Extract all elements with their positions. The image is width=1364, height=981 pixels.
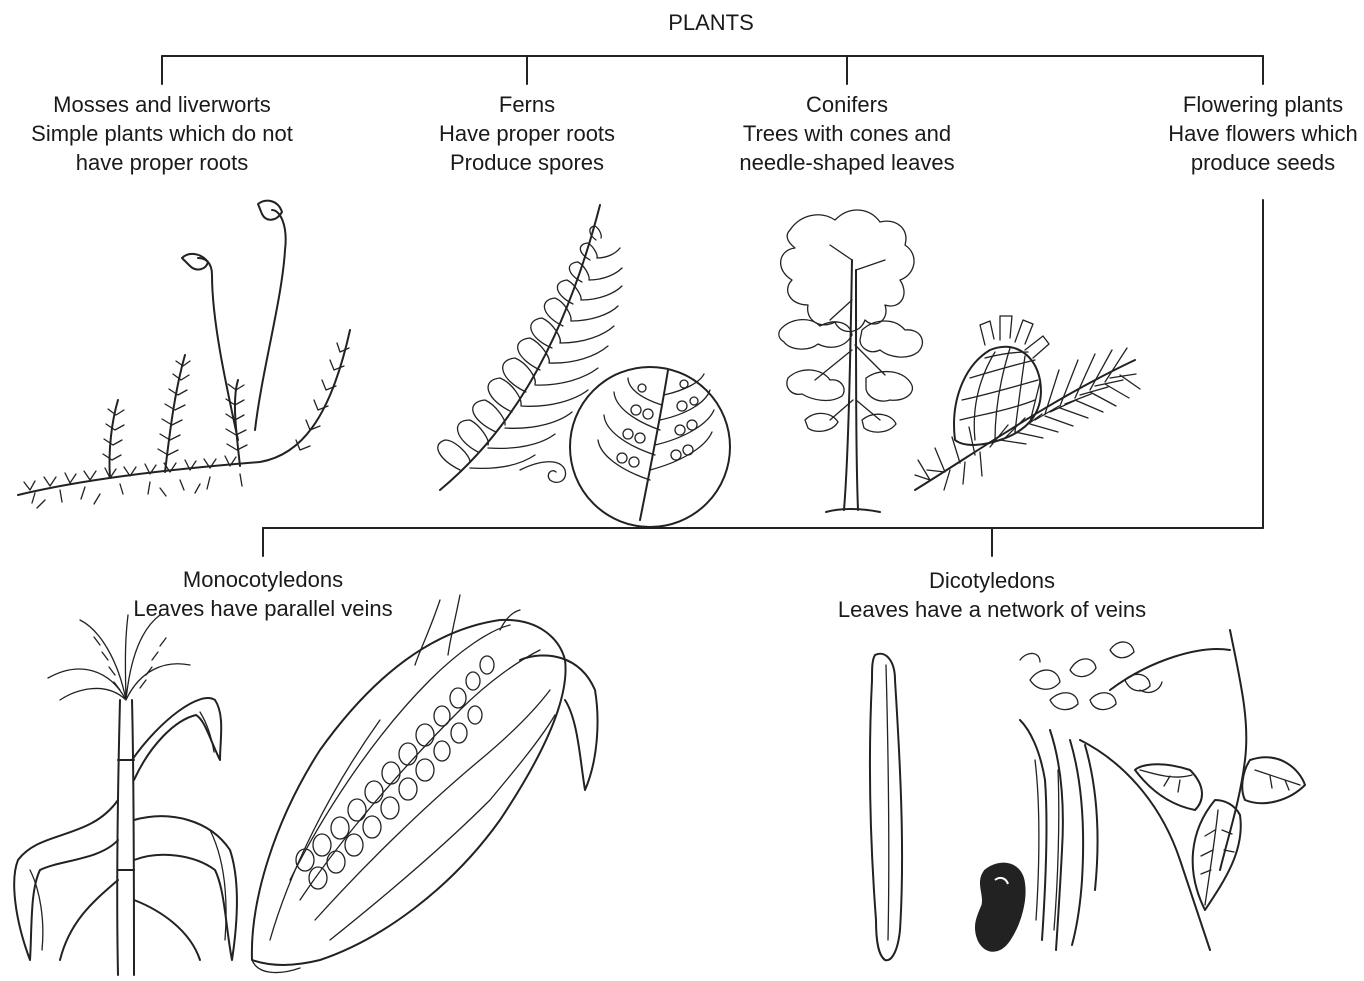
mono-title: Monocotyledons: [133, 565, 392, 594]
conifers-desc-line-1: Trees with cones and: [739, 119, 954, 148]
fern-illustration: [438, 205, 730, 527]
corn-cob-illustration: [252, 595, 598, 973]
ferns-desc-line-1: Have proper roots: [439, 119, 615, 148]
moss-illustration: [18, 201, 350, 508]
mosses-desc-line-1: Simple plants which do not: [31, 119, 293, 148]
conifer-tree-illustration: [779, 210, 923, 512]
mono-desc: Leaves have parallel veins: [133, 594, 392, 623]
mosses-title: Mosses and liverworts: [31, 90, 293, 119]
bean-seed-illustration: [975, 863, 1025, 951]
root-label-text: PLANTS: [668, 8, 754, 37]
flowering-desc-line-1: Have flowers which: [1168, 119, 1358, 148]
group-label-flowering-plants: Flowering plants Have flowers which prod…: [1168, 90, 1358, 177]
conifers-desc-line-2: needle-shaped leaves: [739, 148, 954, 177]
flowering-desc-line-2: produce seeds: [1168, 148, 1358, 177]
group-label-ferns: Ferns Have proper roots Produce spores: [439, 90, 615, 177]
bean-pod-illustration: [870, 654, 902, 960]
group-label-conifers: Conifers Trees with cones and needle-sha…: [739, 90, 954, 177]
pine-cone-illustration: [915, 316, 1140, 490]
root-label-plants: PLANTS: [668, 8, 754, 37]
group-label-mosses: Mosses and liverworts Simple plants whic…: [31, 90, 293, 177]
flowering-title: Flowering plants: [1168, 90, 1358, 119]
ferns-title: Ferns: [439, 90, 615, 119]
ferns-desc-line-2: Produce spores: [439, 148, 615, 177]
subgroup-label-monocotyledons: Monocotyledons Leaves have parallel vein…: [133, 565, 392, 623]
dico-title: Dicotyledons: [838, 566, 1146, 595]
subgroup-label-dicotyledons: Dicotyledons Leaves have a network of ve…: [838, 566, 1146, 624]
dico-desc: Leaves have a network of veins: [838, 595, 1146, 624]
maize-plant-illustration: [14, 615, 237, 975]
mosses-desc-line-2: have proper roots: [31, 148, 293, 177]
conifers-title: Conifers: [739, 90, 954, 119]
bean-plant-illustration: [1020, 630, 1305, 950]
